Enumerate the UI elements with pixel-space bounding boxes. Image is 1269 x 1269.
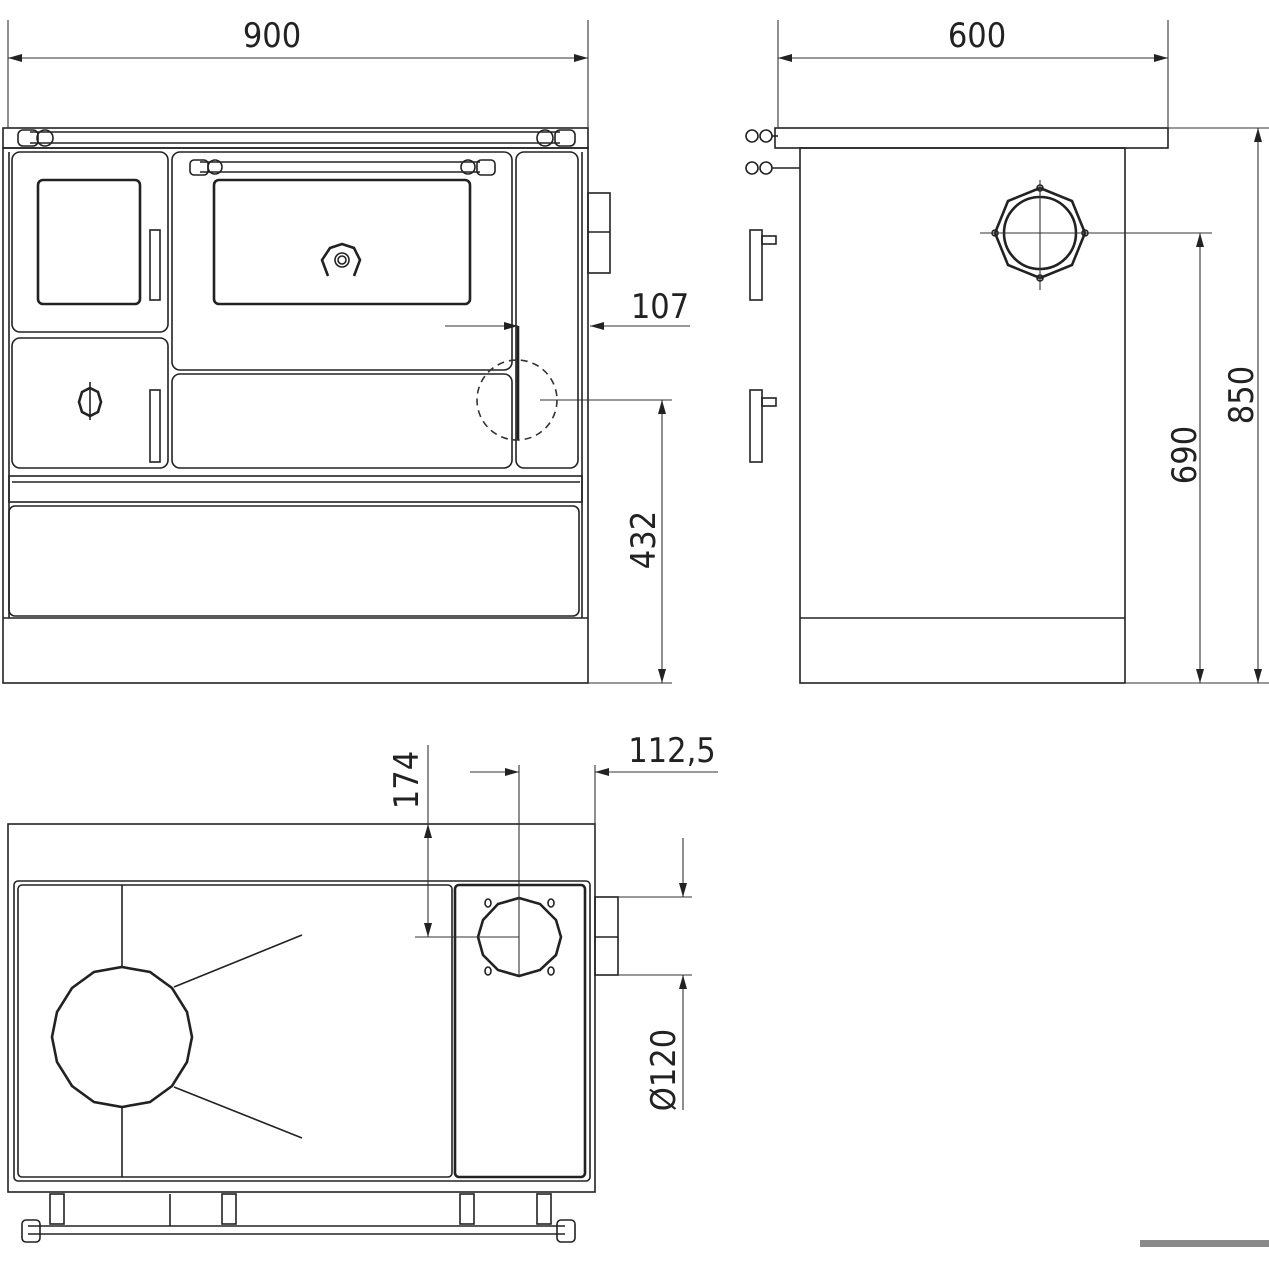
depth-dimension-label: 600: [948, 16, 1006, 56]
offset-dimension-label: 107: [631, 287, 689, 327]
side-view: [745, 20, 1269, 684]
flue-height-side-label: 690: [1165, 426, 1205, 484]
thermometer-icon: [320, 242, 362, 277]
flue-side-offset-label: 112,5: [628, 731, 716, 771]
flue-height-front-label: 432: [624, 511, 664, 569]
flue-depth-label: 174: [387, 751, 427, 809]
accent-bar: [1140, 1240, 1269, 1247]
total-height-label: 850: [1222, 366, 1262, 424]
width-dimension-label: 900: [243, 16, 301, 56]
top-view: [7, 745, 718, 1243]
flue-diameter-label: Ø120: [644, 1029, 684, 1111]
knob-icon: [77, 382, 103, 420]
front-view: [2, 20, 690, 684]
